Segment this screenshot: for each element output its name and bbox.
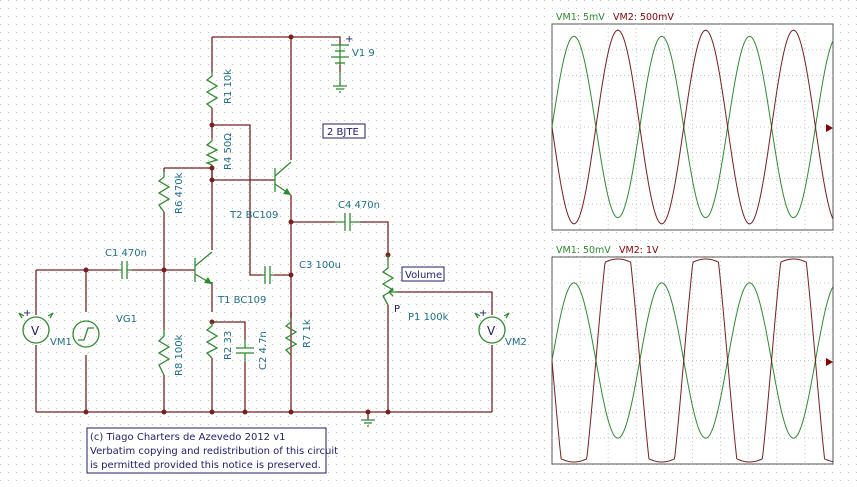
resistor-r6[interactable]: R6 470k <box>157 172 185 214</box>
capacitor-c2[interactable]: C2 4.7n <box>236 331 269 370</box>
oscilloscope-2[interactable]: VM1: 50mV VM2: 1V <box>551 245 834 465</box>
battery-v1[interactable]: V1 9 + <box>331 34 375 65</box>
r6-label: R6 470k <box>174 172 185 214</box>
resistor-r2[interactable]: R2 33 <box>205 322 234 360</box>
potentiometer-p1[interactable]: P1 100k P <box>381 255 449 323</box>
scope-1-vm2-label: VM2: 500mV <box>613 12 674 23</box>
resistor-r1[interactable]: R1 10k <box>205 69 234 109</box>
resistor-r4[interactable]: R4 50Ω <box>205 133 234 170</box>
ground-symbol-battery <box>333 72 347 93</box>
scope-1-trace-vm2 <box>551 29 834 225</box>
capacitor-c1[interactable]: C1 470n <box>105 248 147 279</box>
scope-2-vm2-label: VM2: 1V <box>619 245 659 256</box>
voltmeter-vm2[interactable]: V + VM2 <box>474 308 527 348</box>
transistor-t2[interactable]: T2 BC109 <box>229 161 292 221</box>
c3-label: C3 100u <box>299 260 341 271</box>
notice-line-3: is permitted provided this notice is pre… <box>90 460 321 471</box>
vm1-v-symbol: V <box>31 324 40 338</box>
t2-label: T2 BC109 <box>229 210 278 221</box>
c4-label: C4 470n <box>338 200 380 211</box>
bjt-title-box: 2 BJTE <box>322 123 366 139</box>
signal-generator-vg1[interactable]: VG1 <box>72 314 137 348</box>
t1-label: T1 BC109 <box>217 295 266 306</box>
r8-label: R8 100k <box>174 334 185 376</box>
scope-1-trigger-marker[interactable] <box>826 124 833 132</box>
r1-label: R1 10k <box>223 69 234 104</box>
transistor-t1[interactable]: T1 BC109 <box>194 251 266 306</box>
scope-1-vm1-label: VM1: 5mV <box>556 12 605 23</box>
scope-2-grid <box>552 257 833 464</box>
v1-label: V1 9 <box>352 48 375 59</box>
vm2-plus-sign: + <box>479 308 487 319</box>
oscilloscope-1[interactable]: VM1: 5mV VM2: 500mV <box>551 12 834 231</box>
r7-label: R7 1k <box>302 319 313 348</box>
voltmeter-vm1[interactable]: V + VM1 <box>18 308 72 348</box>
scope-2-trigger-marker[interactable] <box>826 358 833 366</box>
vm1-plus-sign: + <box>23 308 31 319</box>
vm2-v-symbol: V <box>487 324 496 338</box>
resistor-r7[interactable]: R7 1k <box>284 318 313 356</box>
r4-label: R4 50Ω <box>223 133 234 170</box>
scope-2-vm1-label: VM1: 50mV <box>556 245 611 256</box>
vg1-label: VG1 <box>116 314 137 325</box>
volume-label-box: Volume <box>401 266 445 282</box>
scope-1-trace-vm1 <box>551 35 834 219</box>
resistor-r8[interactable]: R8 100k <box>157 330 185 376</box>
scope-2-trace-vm1 <box>551 282 834 439</box>
vm2-label: VM2 <box>505 337 527 348</box>
copyright-notice: (c) Tiago Charters de Azevedo 2012 v1 Ve… <box>86 427 338 474</box>
p1-label: P1 100k <box>408 312 449 323</box>
ground-symbol-main <box>361 419 375 427</box>
c1-label: C1 470n <box>105 248 147 259</box>
capacitor-c4[interactable]: C4 470n <box>335 200 380 231</box>
v1-plus-sign: + <box>345 34 353 45</box>
volume-label-text: Volume <box>405 270 442 281</box>
vm1-label: VM1 <box>50 337 72 348</box>
scope-2-trace-vm2 <box>551 258 834 463</box>
notice-line-2: Verbatim copying and redistribution of t… <box>90 446 338 457</box>
capacitor-c3[interactable]: C3 100u <box>262 260 341 284</box>
c2-label: C2 4.7n <box>258 331 269 370</box>
bjt-title-text: 2 BJTE <box>327 127 359 138</box>
notice-line-1: (c) Tiago Charters de Azevedo 2012 v1 <box>90 432 286 443</box>
r2-label: R2 33 <box>223 331 234 360</box>
p1-p-mark: P <box>394 304 400 315</box>
